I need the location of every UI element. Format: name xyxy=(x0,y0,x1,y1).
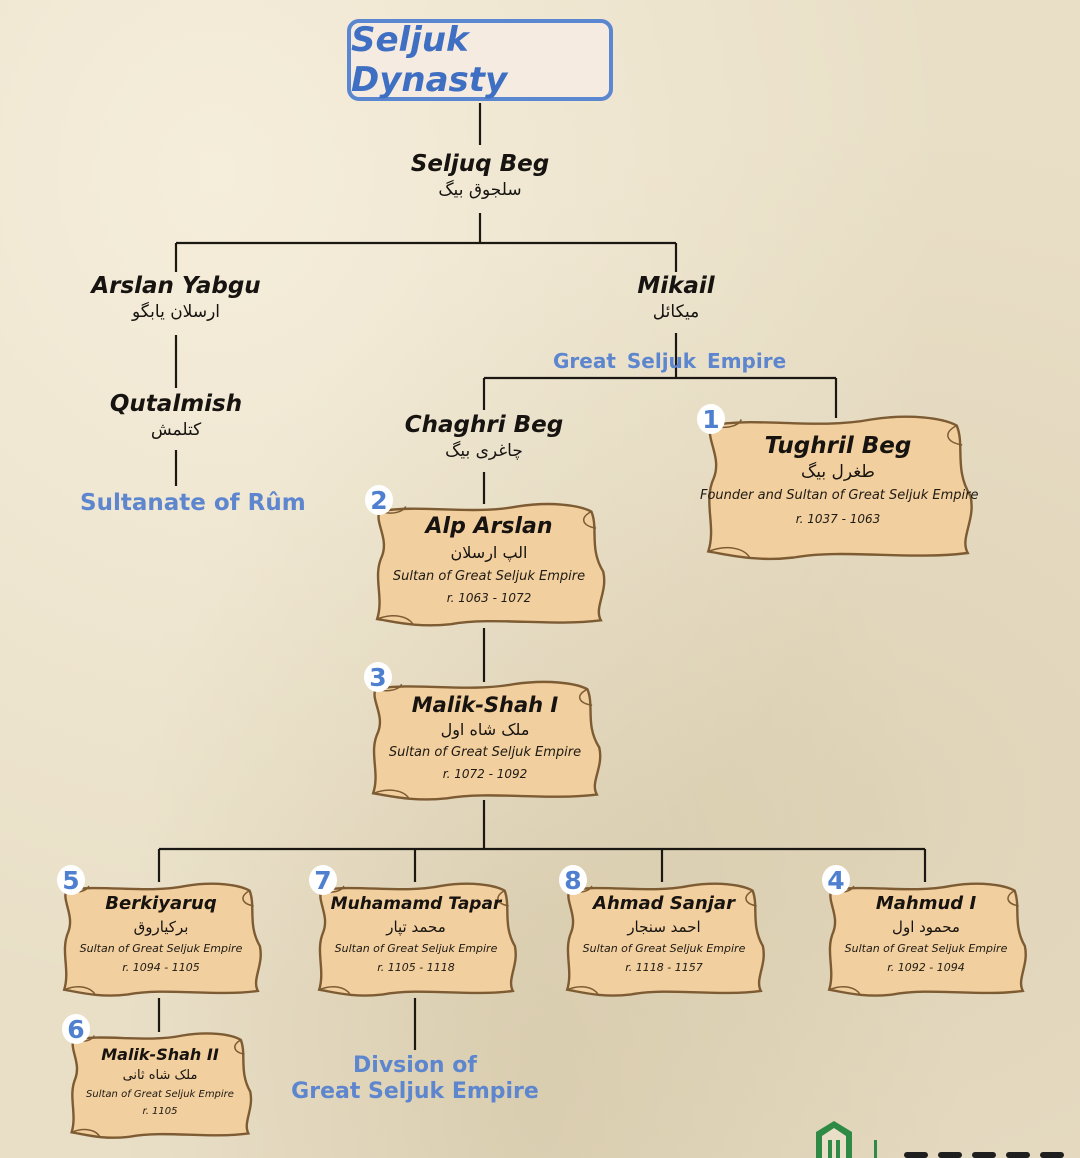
person-native-name: سلجوق بیگ xyxy=(438,180,522,200)
person-name: Qutalmish xyxy=(109,391,243,417)
scroll-alp-arslan: Alp Arslan الپ ارسلان Sultan of Great Se… xyxy=(370,500,608,628)
person-native-name: کتلمش xyxy=(150,420,202,440)
parchment-scroll-shape xyxy=(561,880,767,998)
parchment-scroll-shape xyxy=(313,880,519,998)
person-name: Seljuq Beg xyxy=(410,151,550,177)
parchment-scroll-shape xyxy=(66,1030,254,1140)
scroll-malik-shah-ii: Malik-Shah II ملک شاه ثانی Sultan of Gre… xyxy=(66,1030,254,1140)
parchment-scroll-shape xyxy=(823,880,1029,998)
ruler-reign: r. 1105 xyxy=(142,1106,178,1117)
person-chaghri-beg: Chaghri Beg چاغری بیگ xyxy=(405,411,563,463)
ruler-reign: r. 1072 - 1092 xyxy=(442,767,528,781)
ruler-name: Ahmad Sanjar xyxy=(593,893,735,914)
person-qutalmish: Qutalmish کتلمش xyxy=(110,390,242,442)
ruler-native-name: برکیاروق xyxy=(133,918,189,936)
parchment-scroll-shape xyxy=(370,500,608,628)
ruler-native-name: محمد تپار xyxy=(386,918,446,936)
sultanate-of-rum-label: Sultanate of Rûm xyxy=(80,490,306,516)
ruler-role: Sultan of Great Seljuk Empire xyxy=(582,942,746,955)
person-arslan-yabgu: Arslan Yabgu ارسلان یابگو xyxy=(91,272,260,324)
person-name: Arslan Yabgu xyxy=(91,273,261,299)
ruler-native-name: ملک شاه اول xyxy=(440,720,530,739)
ruler-native-name: ملک شاه ثانی xyxy=(122,1068,198,1083)
great-seljuk-empire-label: Great Seljuk Empire xyxy=(553,349,787,373)
ruler-name: Muhamamd Tapar xyxy=(330,894,502,914)
person-native-name: ارسلان یابگو xyxy=(131,302,221,322)
ruler-name: Tughril Beg xyxy=(764,433,912,459)
order-badge: 8 xyxy=(559,865,587,895)
scroll-ahmad-sanjar: Ahmad Sanjar احمد سنجار Sultan of Great … xyxy=(561,880,767,998)
ruler-role: Sultan of Great Seljuk Empire xyxy=(86,1089,234,1100)
ruler-name: Malik-Shah I xyxy=(411,693,559,717)
person-name: Mikail xyxy=(637,273,715,299)
order-badge: 5 xyxy=(57,865,85,895)
order-badge: 2 xyxy=(365,485,393,515)
order-badge: 3 xyxy=(364,662,392,692)
order-badge: 1 xyxy=(697,404,725,434)
person-mikail: Mikail میکائل xyxy=(637,272,714,324)
ruler-role: Sultan of Great Seljuk Empire xyxy=(388,745,582,760)
ruler-reign: r. 1037 - 1063 xyxy=(795,512,881,526)
ruler-role: Founder and Sultan of Great Seljuk Empir… xyxy=(700,488,979,503)
page-title: Seljuk Dynasty xyxy=(347,19,613,101)
building-icon xyxy=(816,1121,852,1158)
scroll-malik-shah-i: Malik-Shah I ملک شاه اول Sultan of Great… xyxy=(366,678,604,802)
order-badge: 4 xyxy=(822,865,850,895)
ruler-reign: r. 1094 - 1105 xyxy=(122,961,200,974)
person-native-name: چاغری بیگ xyxy=(445,441,523,461)
ruler-reign: r. 1092 - 1094 xyxy=(887,961,965,974)
ruler-reign: r. 1063 - 1072 xyxy=(446,591,532,605)
division-label-line-1: Divsion of xyxy=(353,1053,477,1078)
ruler-reign: r. 1118 - 1157 xyxy=(625,961,703,974)
parchment-scroll-shape xyxy=(700,412,976,562)
ruler-native-name: احمد سنجار xyxy=(627,918,701,936)
order-badge: 6 xyxy=(62,1014,90,1044)
ruler-name: Malik-Shah II xyxy=(101,1045,219,1064)
brand-logo xyxy=(816,1121,1064,1158)
ruler-role: Sultan of Great Seljuk Empire xyxy=(844,942,1008,955)
person-native-name: میکائل xyxy=(652,302,700,322)
scroll-mahmud-i: Mahmud I محمود اول Sultan of Great Selju… xyxy=(823,880,1029,998)
ruler-native-name: الپ ارسلان xyxy=(450,543,528,562)
order-badge: 7 xyxy=(309,865,337,895)
ruler-role: Sultan of Great Seljuk Empire xyxy=(334,942,498,955)
scroll-tughril-beg: Tughril Beg طغرل بیگ Founder and Sultan … xyxy=(700,412,979,562)
ruler-name: Alp Arslan xyxy=(425,514,553,539)
ruler-reign: r. 1105 - 1118 xyxy=(377,961,455,974)
scroll-muhammad-tapar: Muhamamd Tapar محمد تپار Sultan of Great… xyxy=(313,880,519,998)
person-name: Chaghri Beg xyxy=(404,412,564,438)
ruler-native-name: محمود اول xyxy=(892,918,960,936)
ruler-name: Mahmud I xyxy=(875,893,977,914)
ruler-native-name: طغرل بیگ xyxy=(801,462,875,482)
person-seljuq-beg: Seljuq Beg سلجوق بیگ xyxy=(411,150,549,202)
division-label-line-2: Great Seljuk Empire xyxy=(291,1079,539,1104)
scroll-berkiyaruq: Berkiyaruq برکیاروق Sultan of Great Selj… xyxy=(58,880,264,998)
ruler-role: Sultan of Great Seljuk Empire xyxy=(79,942,243,955)
parchment-scroll-shape xyxy=(366,678,604,802)
ruler-name: Berkiyaruq xyxy=(105,893,217,914)
ruler-role: Sultan of Great Seljuk Empire xyxy=(392,569,586,584)
division-label: Divsion of Great Seljuk Empire xyxy=(291,1053,539,1105)
